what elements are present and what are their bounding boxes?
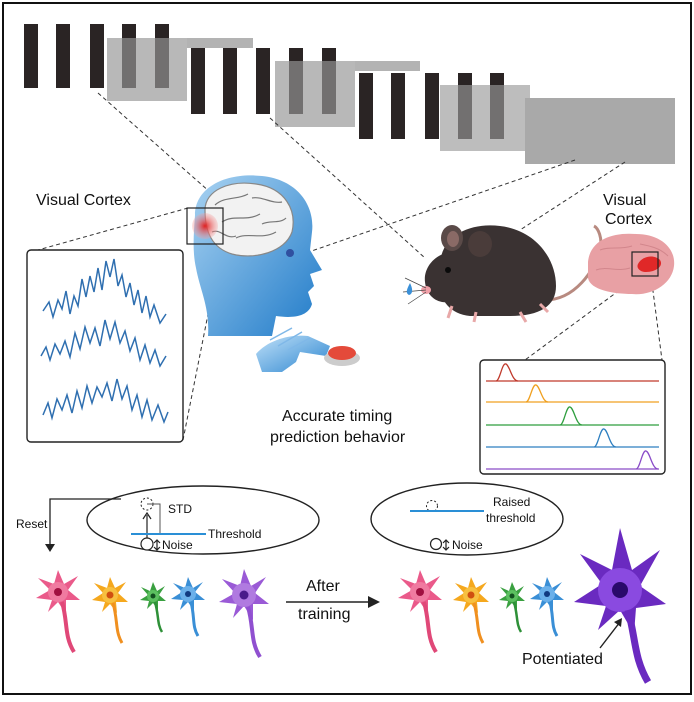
visual-cortex-label-mouse-line2: Cortex (605, 211, 652, 228)
mouse-brain (588, 233, 675, 295)
raised-threshold-label-line1: Raised (493, 495, 530, 509)
visual-cortex-label-human: Visual Cortex (36, 192, 131, 209)
mouse-cortex-zoom-box (631, 251, 659, 277)
spike-timing-panel (479, 359, 666, 475)
raster-peak-orange (525, 384, 549, 403)
orange-neuron-after (453, 577, 489, 644)
noise-label-before: Noise (162, 538, 193, 552)
raster-peak-purple (635, 450, 659, 470)
after-training-label-line2: training (298, 606, 350, 623)
trace-2 (40, 319, 167, 368)
green-neuron-after (499, 582, 525, 633)
human-head (186, 175, 322, 336)
large-purple-neuron (574, 528, 666, 684)
purple-neuron (219, 569, 269, 659)
reset-arrow: Reset (16, 498, 121, 552)
visual-cortex-label-mouse-line1: Visual (603, 192, 646, 209)
green-neuron (140, 582, 166, 633)
neural-traces-panel (26, 249, 184, 443)
noise-label-after: Noise (452, 538, 483, 552)
potentiated-label: Potentiated (522, 651, 603, 668)
blue-neuron-after (530, 577, 564, 637)
behavior-label-line2: prediction behavior (270, 429, 406, 446)
std-label: STD (168, 502, 192, 516)
raster-peak-red (495, 363, 519, 382)
reset-label: Reset (16, 517, 48, 531)
hand-button-press (256, 327, 360, 372)
threshold-label: Threshold (208, 527, 261, 541)
blue-neuron (171, 577, 205, 637)
grating-stimulus (24, 24, 675, 164)
raster-peak-green (559, 406, 583, 426)
after-training-label-line1: After (306, 578, 340, 595)
orange-neuron (92, 577, 128, 644)
trace-1 (42, 258, 167, 325)
cortex-zoom-box (186, 207, 224, 245)
raster-peak-blue (593, 428, 617, 448)
pink-neuron (36, 570, 80, 654)
potentiated-annotation: Potentiated (522, 618, 622, 668)
neurons-before (36, 569, 269, 659)
neurons-after (398, 528, 666, 684)
std-threshold-diagram: STD Threshold Noise (86, 485, 320, 555)
after-training-arrow: After training (286, 578, 380, 623)
trace-3 (42, 378, 169, 425)
raised-threshold-diagram: Raised threshold Noise (370, 482, 564, 556)
pink-neuron-after (398, 570, 442, 654)
behavior-label-line1: Accurate timing (282, 408, 392, 425)
mouse (402, 224, 603, 323)
raised-threshold-label-line2: threshold (486, 511, 535, 525)
